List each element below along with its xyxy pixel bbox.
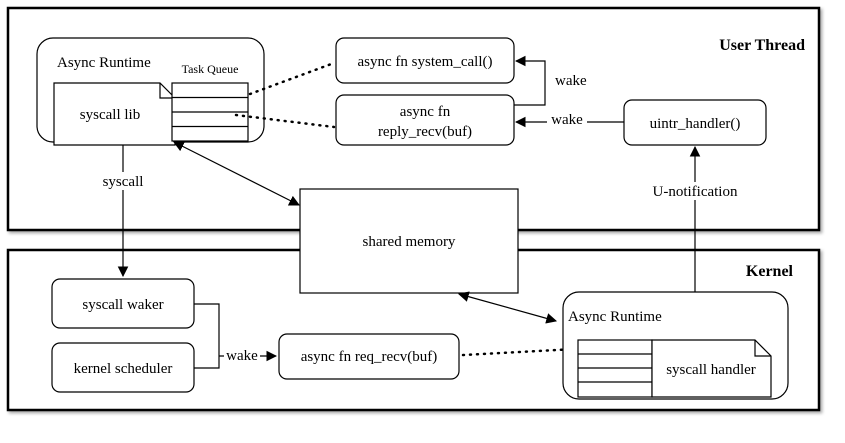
task-queue-label: Task Queue [182,62,239,76]
wake-label-req-recv: wake [226,348,258,364]
req-recv-label: async fn req_recv(buf) [301,349,438,365]
syscall-handler-document [651,339,772,398]
req-recv-box [278,333,460,380]
uintr-handler-label: uintr_handler() [650,116,741,132]
wake-label-reply-recv: wake [551,112,583,128]
reply-recv-label-line2: reply_recv(buf) [378,124,472,140]
shared-memory-link-kernel [457,291,558,324]
reply-recv-label-line1: async fn [400,104,451,120]
u-notification-label: U-notification [653,184,738,200]
dotted-link-reply-recv [234,113,336,129]
system-call-label: async fn system_call() [358,54,493,70]
system-call-box [335,37,515,84]
wake-bracket [194,303,220,369]
task-queue-user [171,82,249,142]
task-queue-kernel [577,339,653,398]
shared-memory-link-user [173,141,300,206]
shared-memory-box [299,188,519,294]
kernel-title: Kernel [746,263,794,280]
async-runtime-kernel-label: Async Runtime [568,309,662,325]
syscall-lib-label: syscall lib [80,107,140,123]
syscall-edge-label: syscall [103,174,144,190]
wake-arrow-system-call [514,55,546,106]
async-runtime-user-label: Async Runtime [57,55,151,71]
shared-memory-label: shared memory [363,234,456,250]
wake-label-system-call: wake [555,73,587,89]
reply-recv-box [335,94,515,146]
syscall-waker-label: syscall waker [82,297,163,313]
dotted-link-req-recv [461,347,578,357]
user-thread-title: User Thread [719,37,805,54]
dotted-link-system-call [248,61,336,96]
kernel-scheduler-label: kernel scheduler [74,361,173,377]
syscall-handler-label: syscall handler [666,362,756,378]
